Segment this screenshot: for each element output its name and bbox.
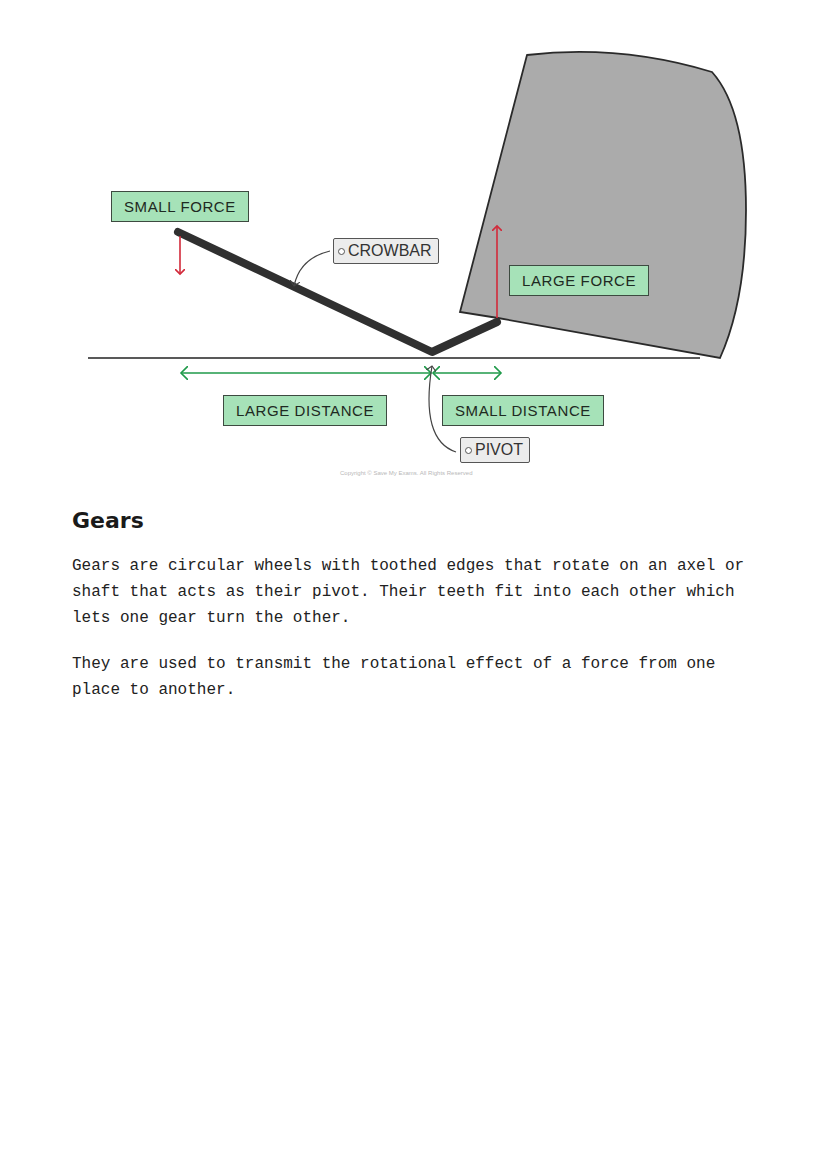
force-label: LARGE FORCE xyxy=(509,265,649,296)
label-text: CROWBAR xyxy=(348,242,432,259)
label-text: LARGE DISTANCE xyxy=(236,402,374,419)
crowbar-bar xyxy=(178,232,497,352)
label-text: SMALL DISTANCE xyxy=(455,402,591,419)
body-paragraph: Gears are circular wheels with toothed e… xyxy=(72,553,762,631)
small-distance-arrow xyxy=(433,372,501,374)
watermark: Copyright © Save My Exams. All Rights Re… xyxy=(340,470,472,476)
part-tag: CROWBAR xyxy=(333,238,439,264)
label-text: SMALL FORCE xyxy=(124,198,236,215)
force-label: SMALL FORCE xyxy=(111,191,249,222)
label-text: LARGE FORCE xyxy=(522,272,636,289)
section-heading: Gears xyxy=(72,508,144,533)
tag-hole xyxy=(338,248,345,255)
part-tag: PIVOT xyxy=(460,437,530,463)
large-force-arrow xyxy=(496,226,498,318)
distance-label: LARGE DISTANCE xyxy=(223,395,387,426)
large-distance-arrow xyxy=(181,372,431,374)
small-force-arrow xyxy=(179,236,181,274)
distance-label: SMALL DISTANCE xyxy=(442,395,604,426)
crowbar-leader xyxy=(294,251,330,286)
body-paragraph: They are used to transmit the rotational… xyxy=(72,651,762,703)
ground-line xyxy=(88,357,700,359)
label-text: PIVOT xyxy=(475,441,523,458)
tag-hole xyxy=(465,447,472,454)
rock xyxy=(460,52,746,358)
